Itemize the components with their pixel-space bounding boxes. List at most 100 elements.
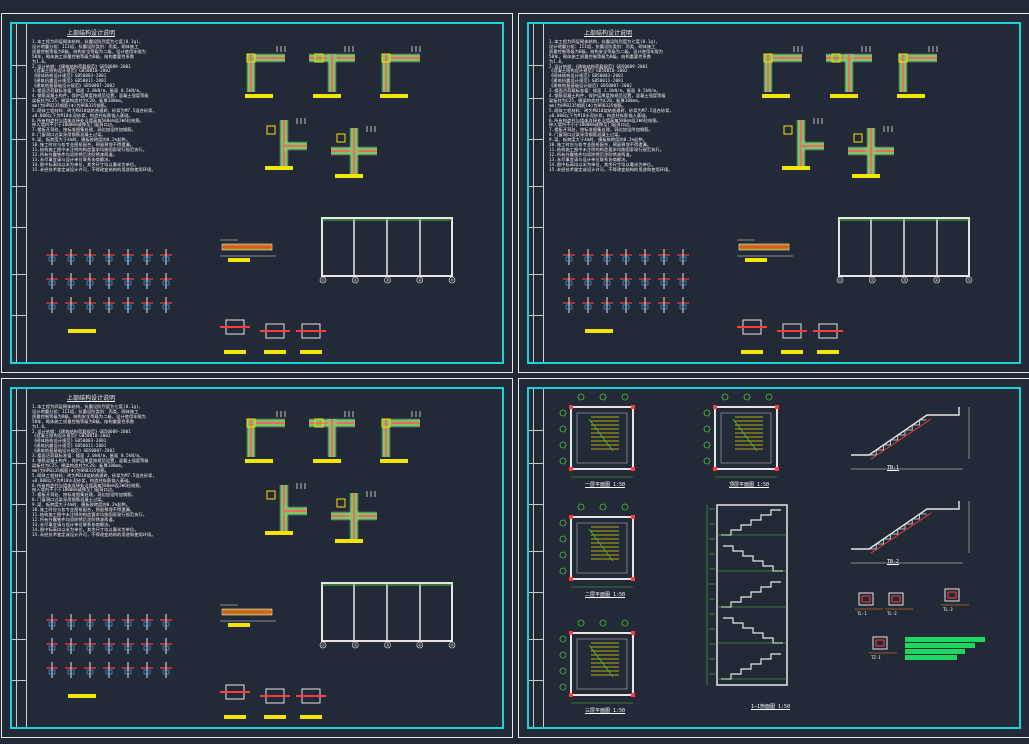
- grid-bubble: [559, 651, 567, 659]
- rebar-hook: [603, 280, 611, 286]
- rebar-hook: [143, 645, 151, 651]
- design-note: 5.砌体工程材料：砖为MU10烧结普通砖，砂浆为M7.5混合砂浆，: [549, 107, 674, 113]
- stair-plan: [703, 393, 779, 478]
- flight: [721, 653, 781, 680]
- grid-bubble: [559, 683, 567, 691]
- design-note: 14.图中标高均以米为单位，其余尺寸均以毫米为单位。: [32, 526, 139, 532]
- design-note: 7.楼板开洞处，按标准图集处理，洞边加设附加钢筋。: [32, 127, 136, 133]
- grid-bubble: [559, 635, 567, 643]
- beam-label-box: [299, 350, 322, 354]
- design-note: 8.门窗洞口过梁采用钢筋混凝土过梁。: [32, 497, 106, 503]
- design-note: mm)为HPB235钢筋(Φ)为HRB335钢筋。: [32, 467, 110, 473]
- ground-line: [219, 604, 276, 622]
- grid-label: ④: [935, 278, 939, 283]
- rebar-schedule: [46, 614, 172, 698]
- column-marker: [336, 498, 346, 508]
- rebar-hook: [67, 621, 75, 627]
- design-note: 《建筑抗震设计规范》GB50011-2001: [32, 443, 107, 449]
- design-note: ±0.000以下为M10水泥砂浆，构造柱纵筋锚入基础。: [32, 112, 133, 118]
- rebar-hook: [67, 645, 75, 651]
- rebar-hook: [67, 304, 75, 310]
- grid-bubble: [599, 619, 607, 627]
- rebar-schedule: [563, 249, 689, 333]
- stair-walls: [714, 406, 778, 470]
- detail-label: TL-1: [857, 611, 867, 616]
- stair-plan: [559, 393, 635, 478]
- grid-bubble: [933, 276, 940, 284]
- slab-outline: [851, 407, 960, 456]
- section-outline: [716, 504, 788, 686]
- design-note: mm)为HPB235钢筋(Φ)为HRB335钢筋。: [32, 102, 110, 108]
- stair-column: [631, 631, 635, 635]
- beam-label-box: [223, 715, 246, 719]
- detail-label-box: [782, 166, 811, 170]
- grid-bubble: [577, 393, 585, 401]
- rebar-table-row: [905, 655, 957, 660]
- grid-bubble: [703, 425, 711, 433]
- section-title: 1—1剖面图 1:50: [751, 704, 791, 710]
- detail-label-box: [335, 539, 364, 543]
- stair-column: [631, 405, 635, 409]
- rebar-hook: [86, 256, 94, 262]
- rebar-hook: [565, 256, 573, 262]
- stair-arrow: [588, 418, 614, 452]
- grid-label: ①: [321, 643, 325, 648]
- design-note: 12.所有外露铁件均须除锈后涂防锈漆两道。: [549, 151, 635, 157]
- stair-walls: [570, 406, 634, 470]
- column-marker: [381, 53, 391, 63]
- rebar-hook: [143, 669, 151, 675]
- rebar-hook: [105, 304, 113, 310]
- cross-column-detail: [331, 491, 378, 543]
- corner-column-detail: [245, 46, 286, 98]
- grid-bubble: [721, 393, 729, 401]
- design-note: 设计地震分组：III组，抗震设防类别：丙类，砌体施工: [32, 408, 139, 414]
- design-note: 1.本工程为四层砌体结构，抗震设防烈度为七度(0.1g)，: [32, 404, 144, 409]
- side-column-detail: [782, 118, 825, 170]
- rebar-hook: [660, 280, 668, 286]
- beam-sections: [219, 684, 326, 719]
- design-note: 1.本工程为四层砌体结构，抗震设防烈度为七度(0.1g)，: [32, 39, 144, 44]
- detail-rebar: [861, 595, 871, 603]
- stair-column: [569, 405, 573, 409]
- column-marker: [246, 53, 256, 63]
- detail-label-box: [335, 174, 364, 178]
- rebar-hook: [660, 304, 668, 310]
- stair-well: [576, 522, 628, 574]
- stair-column: [631, 577, 635, 581]
- design-note: 质量控制等级为B级，结构安全等级为二级，设计使用年限为: [32, 413, 147, 419]
- grid-bubble: [743, 393, 751, 401]
- grid-bubble: [868, 276, 876, 284]
- stair-arrow: [588, 528, 614, 562]
- rebar-hook: [105, 621, 113, 627]
- design-note: 《砌体结构设计规范》GB50003-2001: [32, 438, 107, 444]
- design-note: 12.所有外露铁件均须除锈后涂防锈漆两道。: [32, 516, 118, 522]
- tee-column-detail: [309, 46, 356, 98]
- foundation-section: [219, 604, 276, 627]
- ground-line: [219, 239, 276, 257]
- grid-label: ④: [418, 278, 422, 283]
- rebar-hook: [622, 280, 630, 286]
- design-note: 伸入墙内不小于1000mm或伸至门窗洞口边。: [549, 122, 634, 128]
- stair-slab-title: TB-2: [887, 559, 900, 565]
- rebar-hook: [48, 645, 56, 651]
- column-marker: [314, 418, 324, 428]
- design-note: 12.所有外露铁件均须除锈后涂防锈漆两道。: [32, 151, 118, 157]
- rebar-hook: [584, 256, 592, 262]
- grid-bubble: [416, 276, 423, 284]
- design-note: 2.设计依据：《建筑结构荷载规范》GB50009-2001: [549, 63, 648, 69]
- title-block: [12, 24, 27, 362]
- design-note: 为1.0。: [32, 58, 49, 64]
- rebar-hook: [162, 280, 170, 286]
- design-notes-title: 上部结构设计说明: [67, 30, 116, 37]
- sheet-top-left[interactable]: 上部结构设计说明 1.本工程为四层砌体结构，抗震设防烈度为七度(0.1g)， 设计…: [1, 13, 513, 373]
- detail-label: TZ-1: [871, 655, 881, 660]
- rebar-hook: [86, 669, 94, 675]
- design-notes-list: 1.本工程为四层砌体结构，抗震设防烈度为七度(0.1g)， 设计地震分组：III…: [32, 39, 157, 172]
